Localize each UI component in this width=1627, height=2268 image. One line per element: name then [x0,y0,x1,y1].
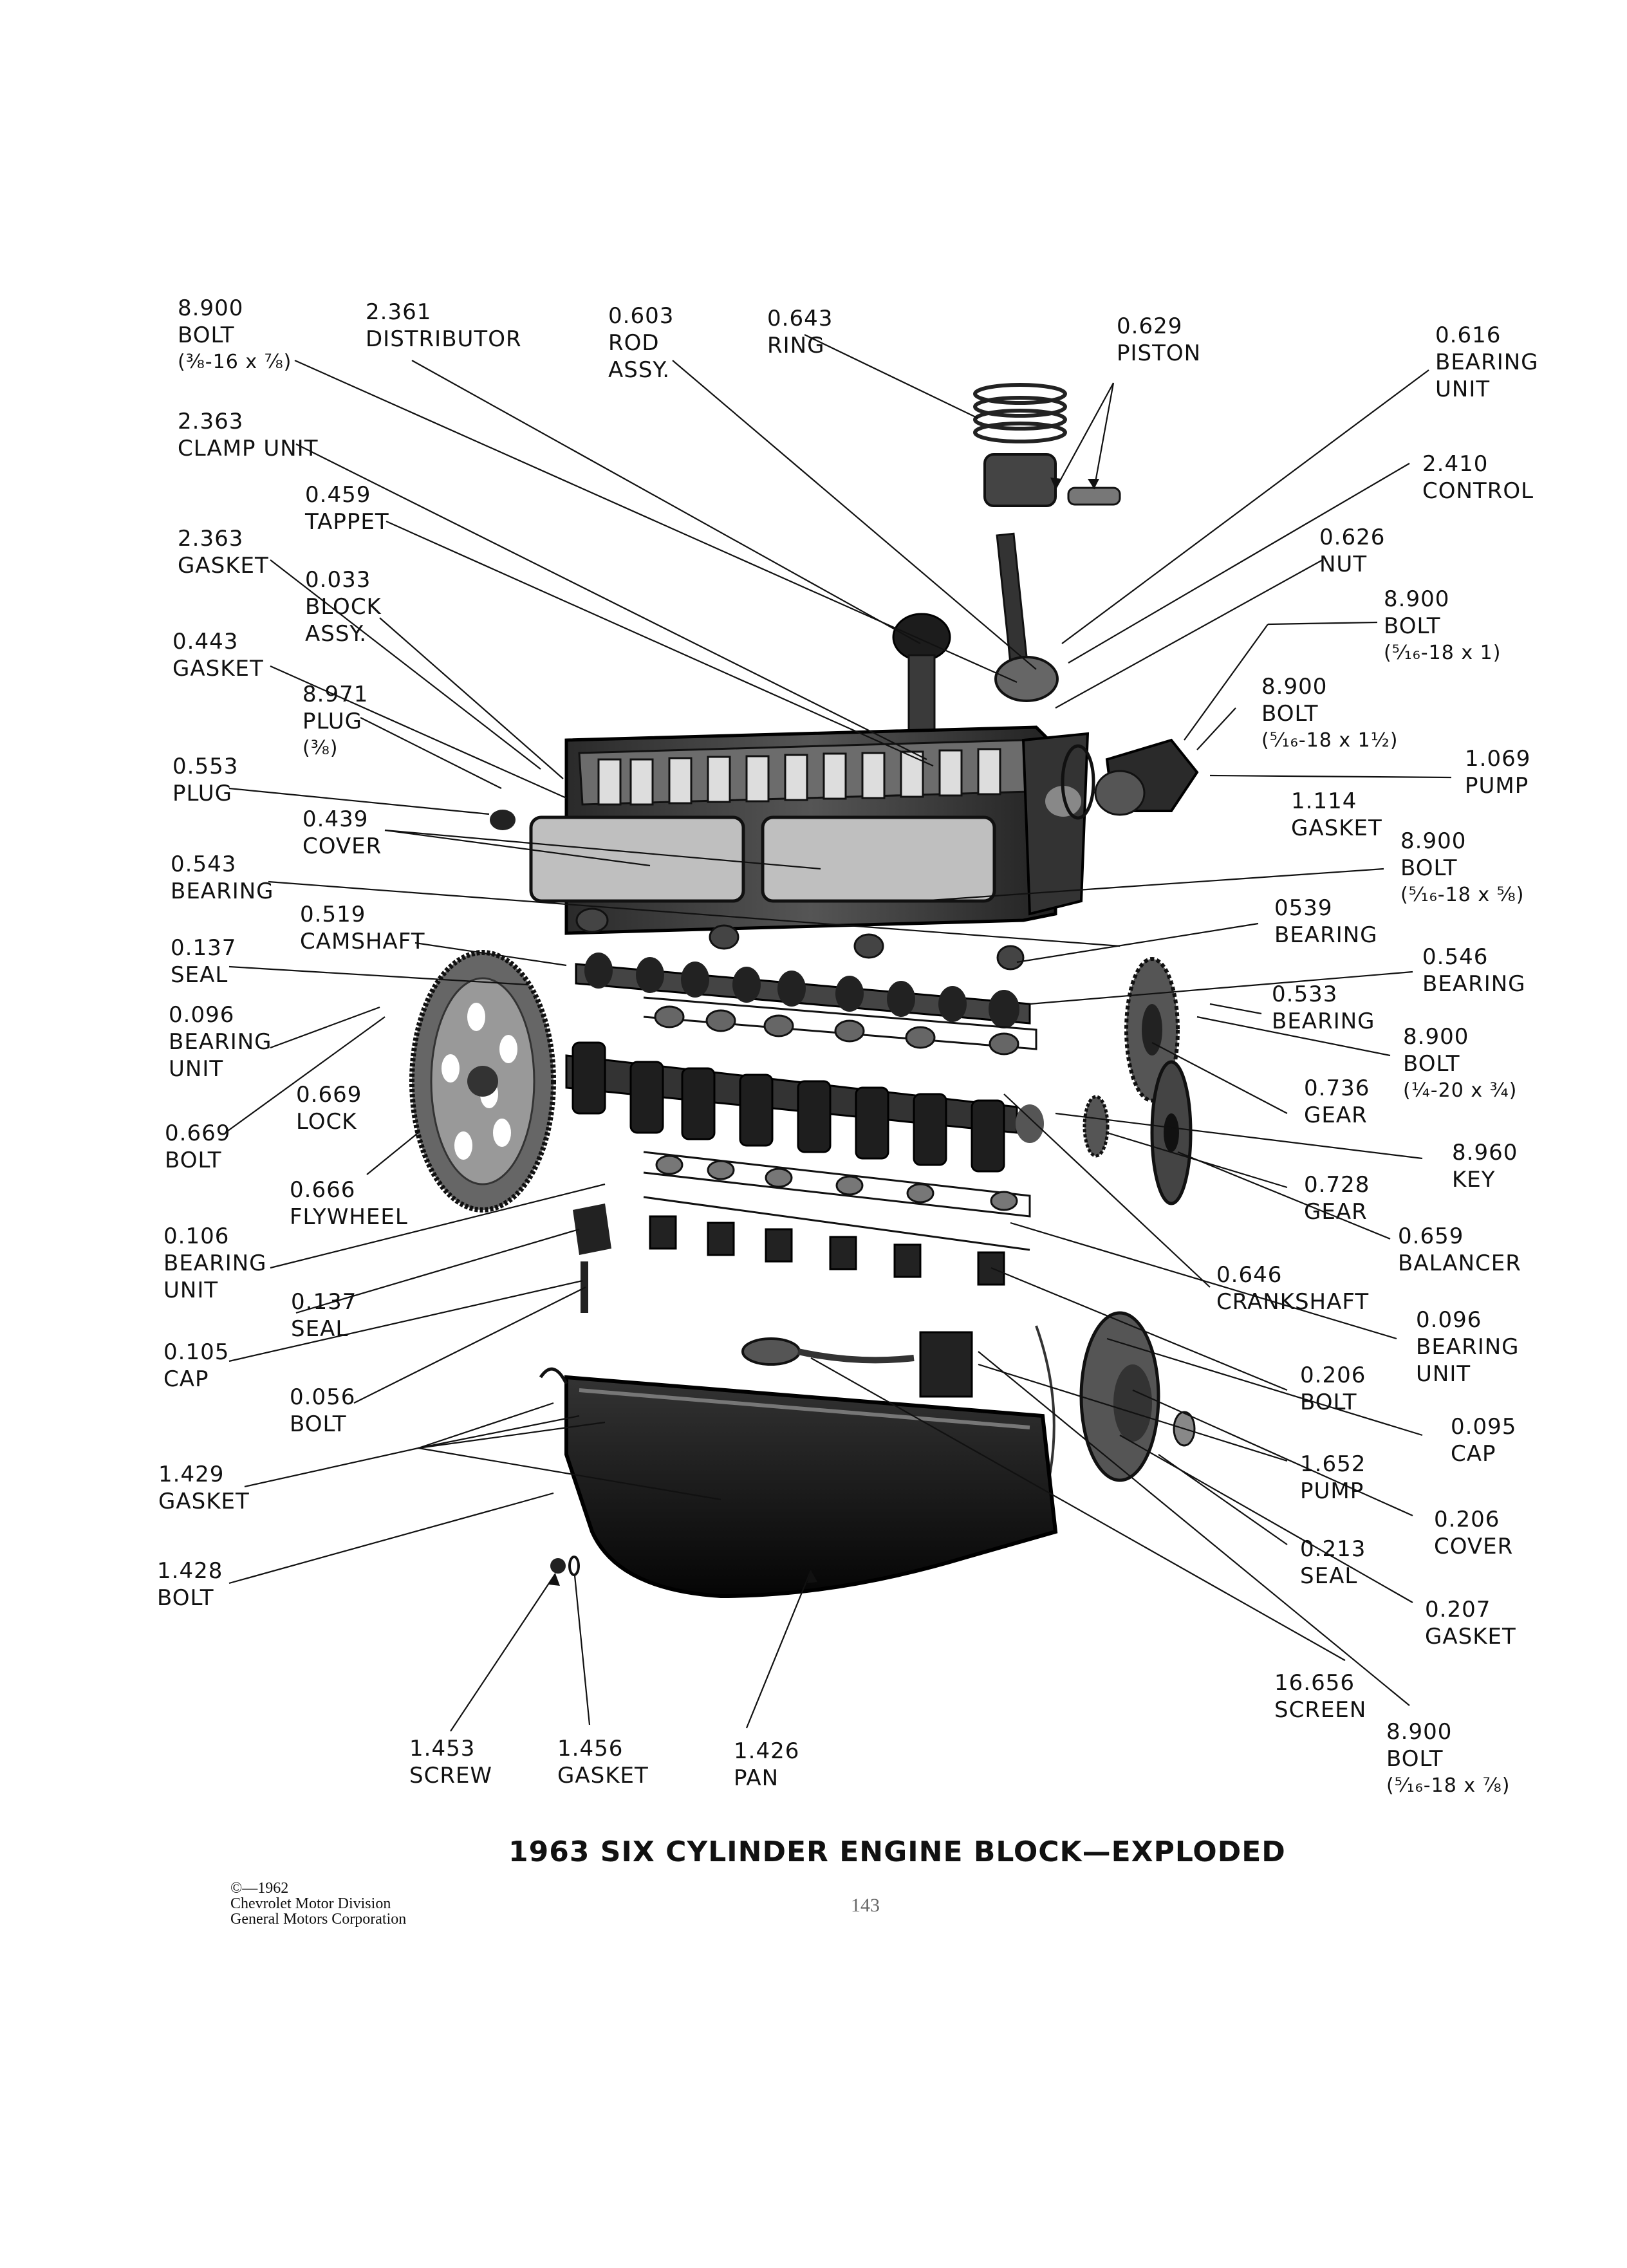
leader-arrowheads [548,478,1099,1586]
oil-pump-illustration [741,1331,973,1398]
drain-plug-illustration [550,1556,580,1576]
oil-pan-illustration [539,1367,1058,1599]
camshaft-illustration [575,953,1031,1028]
copyright-notice: ©—1962 Chevrolet Motor Division General … [230,1880,407,1928]
harmonic-balancer-illustration [1150,1060,1193,1205]
main-bearing-caps-illustration [573,1196,1030,1313]
crankshaft-gear-illustration [1083,1095,1110,1158]
fuel-pump-illustration [1094,738,1199,816]
upper-main-bearings-illustration [643,996,1037,1055]
piston-illustration [983,453,1121,507]
leader-lines [225,334,1452,1732]
piston-rings-illustration [973,383,1067,443]
cam-bearings-illustration [575,907,1025,971]
timing-cover-illustration [1035,1311,1196,1507]
flywheel-illustration [409,950,556,1213]
page-number: 143 [851,1895,880,1916]
lower-main-bearings-illustration [643,1151,1031,1218]
engine-block-illustration [529,725,1095,935]
crankshaft-illustration [565,1041,1044,1173]
plug-illustration [490,810,516,830]
connecting-rod-illustration [994,532,1059,702]
diagram-title: 1963 SIX CYLINDER ENGINE BLOCK—EXPLODED [508,1836,1286,1868]
